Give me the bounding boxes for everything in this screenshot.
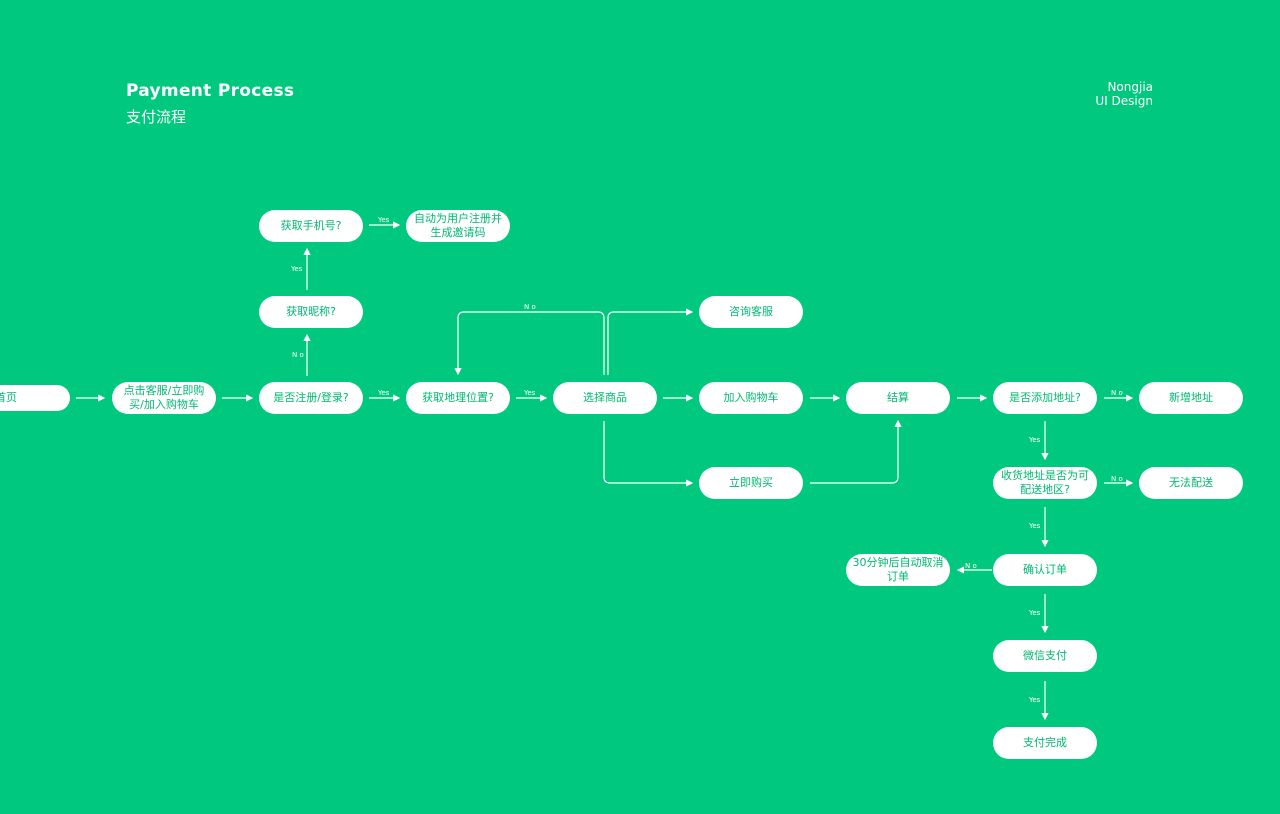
edge-select-location-loop: [454, 311, 605, 376]
brand: Nongjia UI Design: [1095, 80, 1153, 108]
node-location: 获取地理位置?: [406, 382, 510, 414]
node-deliverable: 收货地址是否为可配送地区?: [993, 467, 1097, 499]
node-add-address: 是否添加地址?: [993, 382, 1097, 414]
node-cart: 加入购物车: [699, 382, 803, 414]
edge-buynow-checkout: [810, 419, 902, 484]
edge-label-yes: Yes: [1029, 436, 1041, 444]
node-phone: 获取手机号?: [259, 210, 363, 242]
node-no-delivery: 无法配送: [1139, 467, 1243, 499]
node-auto-cancel: 30分钟后自动取消订单: [846, 554, 950, 586]
edge-label-no: N o: [965, 562, 977, 570]
edge-label-yes: Yes: [378, 216, 390, 224]
page-title: Payment Process: [126, 81, 295, 101]
brand-name: Nongjia: [1107, 80, 1153, 94]
brand-tagline: UI Design: [1095, 94, 1153, 108]
node-checkout: 结算: [846, 382, 950, 414]
page-subtitle: 支付流程: [126, 108, 187, 126]
edge-label-no: N o: [292, 351, 304, 359]
node-registered: 是否注册/登录?: [259, 382, 363, 414]
edge-label-no: N o: [1111, 475, 1123, 483]
edge-select-buynow: [603, 421, 694, 487]
edge-label-yes: Yes: [1029, 609, 1041, 617]
node-click: 点击客服/立即购买/加入购物车: [112, 382, 216, 414]
node-done: 支付完成: [993, 727, 1097, 759]
node-service: 咨询客服: [699, 296, 803, 328]
edge-label-no: N o: [524, 303, 536, 311]
node-buy-now: 立即购买: [699, 467, 803, 499]
edge-label-yes: Yes: [1029, 522, 1041, 530]
edge-label-no: N o: [1111, 389, 1123, 397]
node-select: 选择商品: [553, 382, 657, 414]
node-confirm-order: 确认订单: [993, 554, 1097, 586]
node-wechat-pay: 微信支付: [993, 640, 1097, 672]
edge-label-yes: Yes: [524, 389, 536, 397]
edge-label-yes: Yes: [378, 389, 390, 397]
node-home: 首页: [0, 385, 70, 411]
edge-label-yes: Yes: [291, 265, 303, 273]
edge-select-service: [607, 308, 694, 375]
node-new-address: 新增地址: [1139, 382, 1243, 414]
node-auto-register: 自动为用户注册并生成邀请码: [406, 210, 510, 242]
node-nickname: 获取昵称?: [259, 296, 363, 328]
edge-label-yes: Yes: [1029, 696, 1041, 704]
